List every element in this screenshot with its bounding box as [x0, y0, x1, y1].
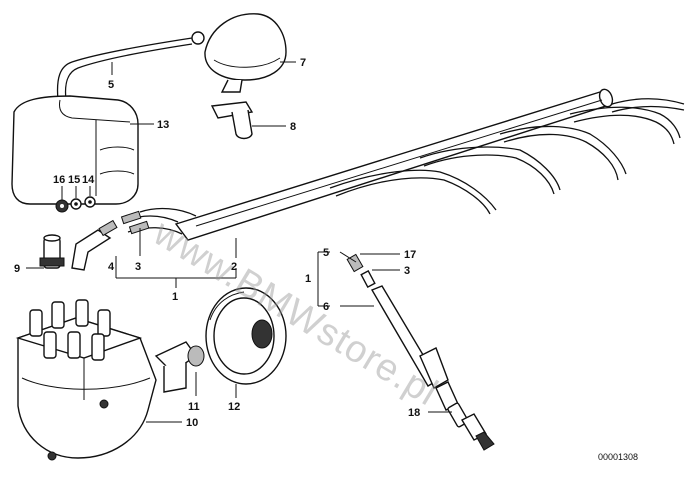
- distributor-part[interactable]: [15, 299, 157, 461]
- washer-part-14[interactable]: [84, 196, 96, 208]
- nut-part[interactable]: [55, 199, 69, 213]
- callout-18: 18: [408, 407, 420, 419]
- callout-3-right: 3: [404, 265, 410, 277]
- callout-1-right: 1: [305, 273, 311, 285]
- callout-14: 14: [82, 174, 95, 186]
- callout-11: 11: [188, 401, 200, 413]
- callout-labels: 5 7 8 13 16 15 14 9 4 3 2 1 11 12 10 5 1…: [14, 57, 420, 429]
- callout-3-left: 3: [135, 261, 141, 273]
- plug-boot-part[interactable]: [210, 101, 254, 140]
- callout-10: 10: [186, 417, 198, 429]
- dust-shield-part[interactable]: [205, 287, 287, 385]
- rotor-part[interactable]: [154, 341, 205, 393]
- callout-13: 13: [157, 119, 169, 131]
- suppressor-part[interactable]: [39, 234, 65, 269]
- callout-1-left: 1: [172, 291, 178, 303]
- callout-8: 8: [290, 121, 296, 133]
- leader-lines: [26, 61, 452, 423]
- callout-9: 9: [14, 263, 20, 275]
- ignition-lead-harness[interactable]: [120, 87, 685, 241]
- vent-hose-part[interactable]: [56, 37, 193, 101]
- callout-12: 12: [228, 401, 240, 413]
- callout-7: 7: [300, 57, 306, 69]
- callout-16: 16: [53, 174, 65, 186]
- diagram-id: 00001308: [598, 452, 639, 462]
- callout-17: 17: [404, 249, 416, 261]
- callout-2: 2: [231, 261, 237, 273]
- callout-5-top: 5: [108, 79, 114, 91]
- callout-6: 6: [323, 301, 329, 313]
- callout-5-right: 5: [323, 247, 329, 259]
- callout-4: 4: [108, 261, 115, 273]
- washer-part-15[interactable]: [70, 198, 82, 210]
- cap-cover-part[interactable]: [191, 13, 287, 93]
- coil-cover-part[interactable]: [11, 95, 139, 205]
- angled-connector-part[interactable]: [71, 219, 118, 271]
- callout-15: 15: [68, 174, 80, 186]
- spark-plug-cable-part[interactable]: [346, 253, 495, 451]
